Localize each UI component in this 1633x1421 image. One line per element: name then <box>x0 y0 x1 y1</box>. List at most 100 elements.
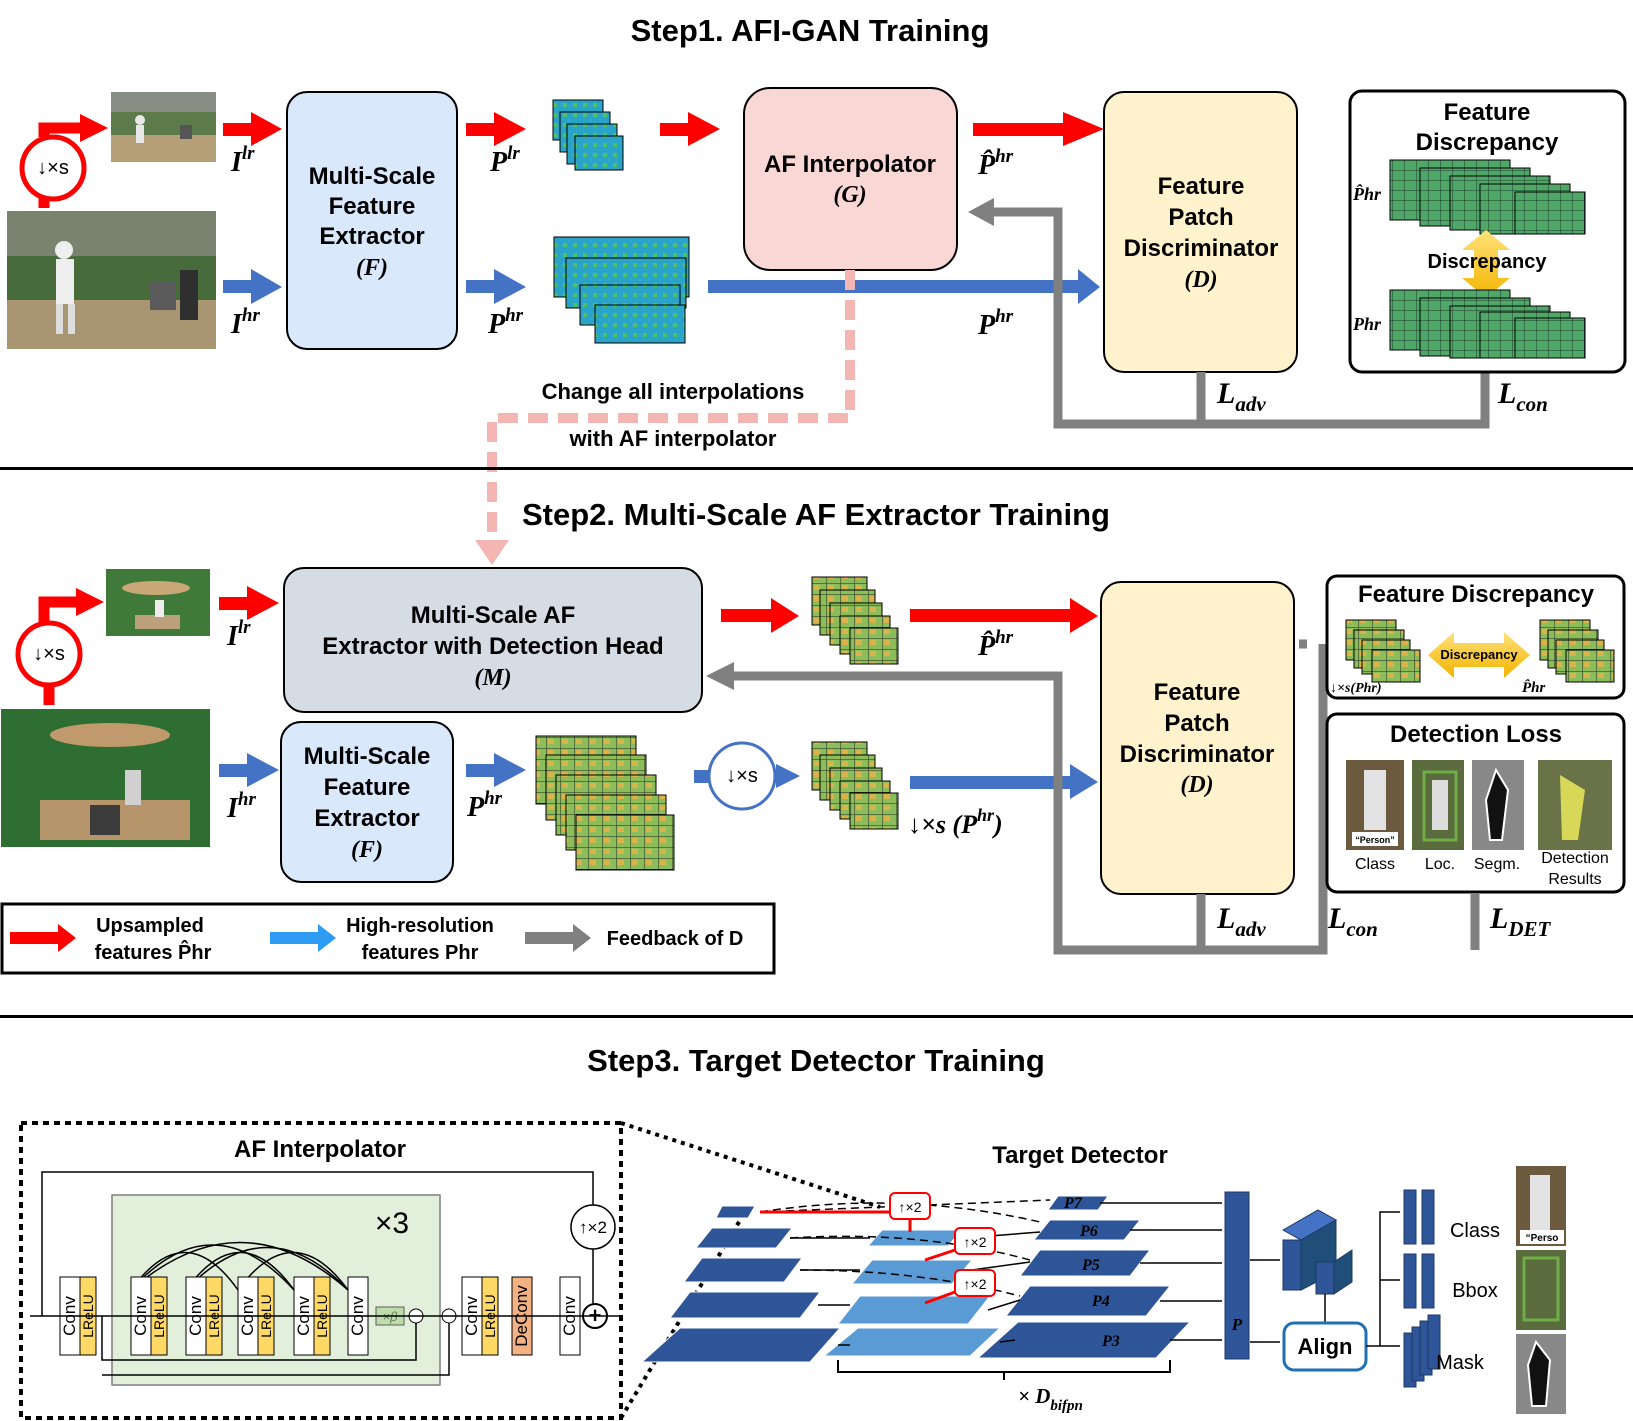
step1-red-arrowhead-plr <box>494 112 526 146</box>
head-mask <box>1403 1314 1441 1388</box>
p7-label: P7 <box>1063 1195 1083 1212</box>
step1-blue-arrow-phr <box>466 280 494 293</box>
step2-det-label-loc: Loc. <box>1425 856 1455 873</box>
step3-title: Step3. Target Detector Training <box>587 1043 1045 1078</box>
step2-blue-downsample-node: ↓×s <box>707 741 777 811</box>
step1-extractor-box <box>286 91 458 350</box>
step2-ladv-label: Ladv <box>1216 902 1266 941</box>
step1-fd-top-stack <box>1389 159 1586 235</box>
step1-blue-arrow-to-d <box>708 280 1078 293</box>
step1-ladv-label: Ladv <box>1216 377 1266 416</box>
step2-lr-image <box>106 569 210 636</box>
step2-downsample-node: ↓×s <box>15 620 83 688</box>
legend-blue-line2: features Phr <box>362 942 479 964</box>
p5-label: P5 <box>1081 1257 1100 1274</box>
step2-phat-label: P̂hr <box>977 627 1014 662</box>
step2-m-line3: (M) <box>474 665 511 691</box>
step1-plr-feature-stack <box>552 99 624 171</box>
head-label-bbox: Bbox <box>1452 1280 1498 1302</box>
step2-phr-label: Phr <box>466 788 503 823</box>
step2-ldet-label: LDET <box>1489 902 1552 941</box>
step2-hr-image <box>1 709 210 847</box>
step2-blue-arrow-from-f <box>466 764 494 777</box>
step2-m-line1: Multi-Scale AF <box>411 602 575 629</box>
step1-downsample-arrow <box>38 122 80 208</box>
step1-extractor-line1: Multi-Scale <box>309 163 436 190</box>
step2-red-arrow-to-d <box>910 609 1070 622</box>
step1-discrepancy-arrow <box>1462 230 1510 298</box>
step2-det-result-image <box>1538 760 1612 850</box>
dbifpn-brace <box>837 1360 1171 1380</box>
step2-red-arrowhead-to-d <box>1070 598 1098 633</box>
step2-red-arrowhead-lr <box>247 586 279 620</box>
step1-plr-label: Plr <box>489 143 520 178</box>
step1-disc-line4: (D) <box>1184 267 1217 293</box>
step2-blue-arrow-hr <box>219 764 247 777</box>
step2-blue-arrowhead-after-down <box>776 764 800 788</box>
change-note-line2: with AF interpolator <box>569 426 777 451</box>
step1-feedback-loop <box>990 207 1490 429</box>
step2-discrepancy-label: Discrepancy <box>1440 647 1518 662</box>
step2-discrepancy-arrow <box>1428 632 1530 678</box>
step1-discrepancy-label: Discrepancy <box>1428 251 1548 273</box>
step2-m-box <box>283 567 703 713</box>
head-label-mask: Mask <box>1436 1352 1485 1374</box>
step2-m-line2: Extractor with Detection Head <box>322 633 663 660</box>
step2-det-label-detection: Detection <box>1541 850 1609 867</box>
step2-blue-arrowhead-hr <box>247 753 279 787</box>
step2-det-label-segm: Segm. <box>1474 856 1520 873</box>
up2-node-3-label: ↑×2 <box>964 1276 987 1292</box>
align-to-heads <box>1366 1211 1400 1347</box>
step1-ilr-label: Ilr <box>230 143 255 178</box>
step2-feedback-loop <box>730 639 1480 955</box>
step2-extractor-box <box>280 721 454 883</box>
step2-extractor-line4: (F) <box>351 837 383 863</box>
step2-det-person-tag: “Person” <box>1355 835 1395 845</box>
step1-feedback-arrowhead <box>968 198 994 226</box>
step1-lr-image <box>111 92 216 162</box>
step1-red-arrowhead-to-g <box>688 112 720 146</box>
step1-red-arrow-to-g <box>660 123 688 136</box>
up2-node-1-label: ↑×2 <box>899 1199 922 1215</box>
step1-fd-title-line1: Feature <box>1444 99 1531 126</box>
change-note-line1: Change all interpolations <box>542 379 805 404</box>
step2-detection-loss-title: Detection Loss <box>1390 721 1562 748</box>
step2-det-label-class: Class <box>1355 856 1395 873</box>
step1-phr-label: Phr <box>487 305 524 340</box>
af-dense-connections <box>130 1241 349 1291</box>
step2-red-arrowhead-from-m <box>771 598 799 633</box>
af-interpolator-detail-box <box>19 1121 623 1420</box>
head-bbox <box>1403 1253 1435 1309</box>
step1-extractor-line4: (F) <box>356 255 388 281</box>
step2-blue-arrowhead-from-f <box>494 753 526 787</box>
step2-fd-left-stack <box>1345 619 1421 683</box>
head-class-image <box>1516 1166 1566 1246</box>
step2-fd-right-stack <box>1539 619 1615 683</box>
step1-fd-title-line2: Discrepancy <box>1416 129 1559 156</box>
legend-gray-label: Feedback of D <box>607 928 744 950</box>
step2-lcon-label: Lcon <box>1327 902 1378 941</box>
step2-extractor-line1: Multi-Scale <box>304 743 431 770</box>
step2-det-loc-image <box>1412 760 1464 850</box>
step1-red-arrow-phat <box>973 123 1063 136</box>
head-mask-image <box>1516 1334 1566 1414</box>
step2-fd-right-label: P̂hr <box>1522 678 1546 696</box>
align-label: Align <box>1298 1334 1353 1359</box>
step2-det-class-image <box>1346 760 1404 850</box>
upsample-red-arrows <box>908 1219 956 1305</box>
af-main-flow-line <box>30 1249 622 1376</box>
step2-det-segm-image <box>1472 760 1524 850</box>
step2-extractor-line2: Feature <box>324 774 411 801</box>
step1-downsample-arrowhead <box>80 114 108 142</box>
divider-1 <box>0 467 1633 470</box>
step2-title: Step2. Multi-Scale AF Extractor Training <box>522 497 1110 532</box>
step2-downsample-path <box>38 596 76 705</box>
step1-extractor-line3: Extractor <box>319 223 424 250</box>
p6-label: P6 <box>1079 1223 1098 1240</box>
head-class-person-tag: “Perso <box>1526 1233 1559 1244</box>
up2-node-2-label: ↑×2 <box>964 1234 987 1250</box>
step2-disc-line1: Feature <box>1154 679 1241 706</box>
step2-discriminator-box <box>1100 581 1295 895</box>
